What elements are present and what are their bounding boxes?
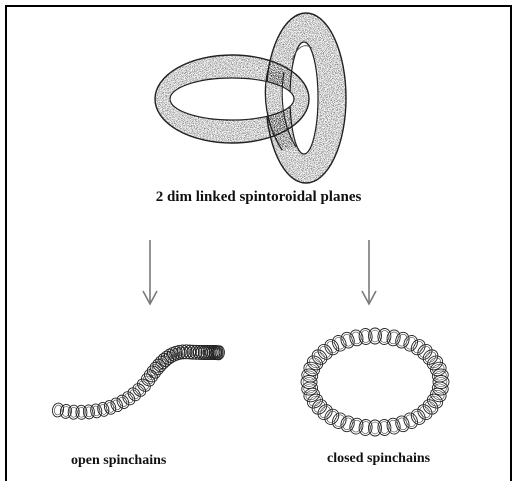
chain-link xyxy=(386,417,402,435)
chain-link xyxy=(351,419,362,433)
linked-tori-illustration xyxy=(155,13,346,183)
chain-link xyxy=(388,331,399,345)
chain-link xyxy=(83,404,96,419)
diagram-title: 2 dim linked spintoroidal planes xyxy=(0,189,517,206)
chain-link xyxy=(109,396,125,413)
chain-link xyxy=(99,404,108,416)
chain-link xyxy=(330,333,348,353)
arrow-left-down xyxy=(143,240,157,304)
chain-link xyxy=(312,400,327,415)
chain-link xyxy=(120,389,137,407)
chain-link xyxy=(135,376,153,393)
chain-link xyxy=(394,414,411,433)
chain-link xyxy=(401,333,419,353)
chain-link xyxy=(388,419,399,433)
arrow-right-down xyxy=(362,240,376,304)
chain-link xyxy=(401,411,419,431)
chain-link xyxy=(348,329,364,347)
chain-link xyxy=(409,407,428,427)
chain-link xyxy=(339,331,356,350)
chain-link xyxy=(322,337,341,357)
chain-link xyxy=(386,329,402,347)
chain-link xyxy=(418,344,433,359)
closed-spinchain-illustration xyxy=(301,328,450,436)
open-spinchain-illustration xyxy=(51,344,225,419)
open-spinchains-label: open spinchains xyxy=(71,453,166,469)
chain-link xyxy=(339,414,356,433)
closed-spinchains-label: closed spinchains xyxy=(327,451,430,467)
chain-link xyxy=(348,417,364,435)
chain-link xyxy=(103,399,118,416)
chain-link xyxy=(330,411,348,431)
chain-link xyxy=(318,405,333,420)
chain-link xyxy=(351,331,362,345)
chain-link xyxy=(394,331,411,350)
chain-link xyxy=(423,350,438,365)
